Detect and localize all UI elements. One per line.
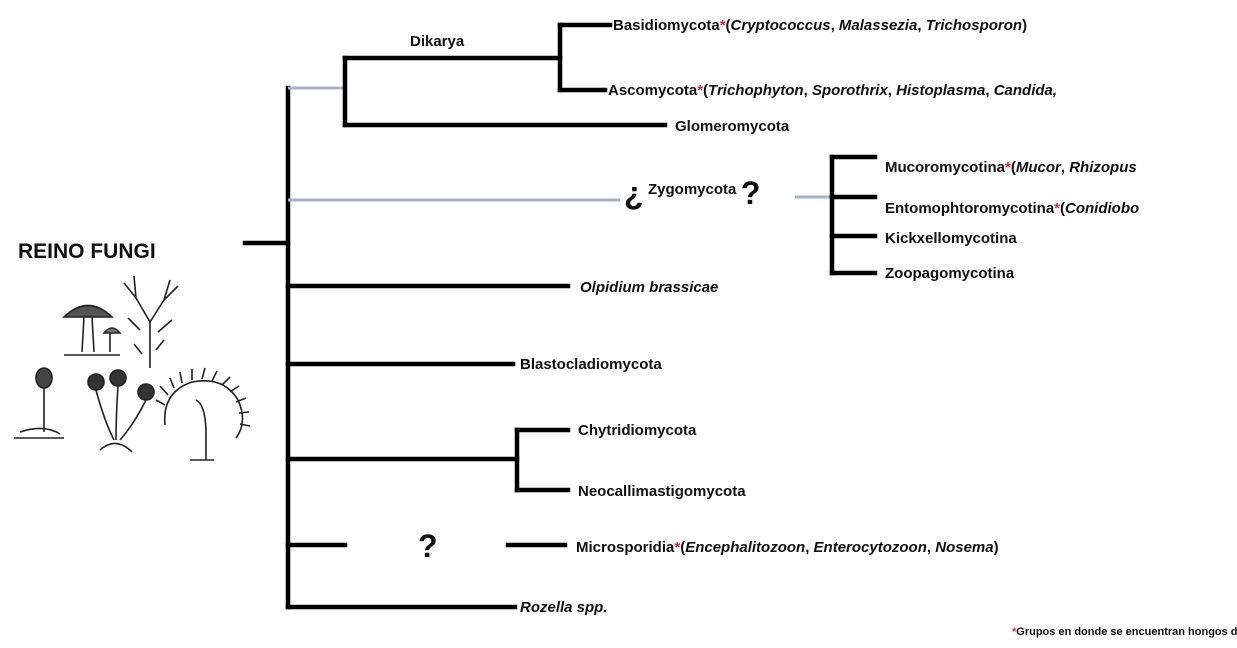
taxon-kickxellomycotina: Kickxellomycotina <box>885 230 1017 247</box>
hyphae-icon <box>123 275 179 368</box>
sporangiophores-icon <box>87 369 155 453</box>
taxon-blastocladiomycota: Blastocladiomycota <box>520 356 662 373</box>
zygomycota-name: Zygomycota <box>648 181 737 198</box>
footnote: *Grupos en donde se encuentran hongos de <box>1012 626 1237 638</box>
mushroom-icon <box>62 304 122 356</box>
taxon-mucoromycotina: Mucoromycotina*(Mucor, Rhizopus <box>885 159 1137 176</box>
spiny-fungus-icon <box>155 367 251 461</box>
sporangium-icon <box>14 367 64 439</box>
fungi-illustrations <box>14 275 251 461</box>
taxon-entomophtoromycotina: Entomophtoromycotina*(Conidiobo <box>885 200 1139 217</box>
dikarya-label: Dikarya <box>410 33 465 50</box>
taxon-olpidium-brassicae: Olpidium brassicae <box>580 279 718 296</box>
taxon-glomeromycota: Glomeromycota <box>675 118 790 135</box>
taxon-zoopagomycotina: Zoopagomycotina <box>885 265 1015 282</box>
taxon-rozella: Rozella spp. <box>520 599 608 616</box>
zygomycota-open-question: ¿ <box>624 175 644 211</box>
zygomycota-label: ¿ Zygomycota ? <box>624 175 760 211</box>
taxon-basidiomycota: Basidiomycota*(Cryptococcus, Malassezia,… <box>613 17 1027 34</box>
taxon-ascomycota: Ascomycota*(Trichophyton, Sporothrix, Hi… <box>608 82 1057 99</box>
kingdom-title: REINO FUNGI <box>18 240 156 263</box>
microsporidia-unknown-mark: ? <box>418 528 438 564</box>
taxon-neocallimastigomycota: Neocallimastigomycota <box>578 483 746 500</box>
taxon-microsporidia: Microsporidia*(Encephalitozoon, Enterocy… <box>576 539 999 556</box>
zygomycota-close-question: ? <box>741 175 761 211</box>
taxon-chytridiomycota: Chytridiomycota <box>578 422 697 439</box>
tree-branches <box>242 22 878 610</box>
